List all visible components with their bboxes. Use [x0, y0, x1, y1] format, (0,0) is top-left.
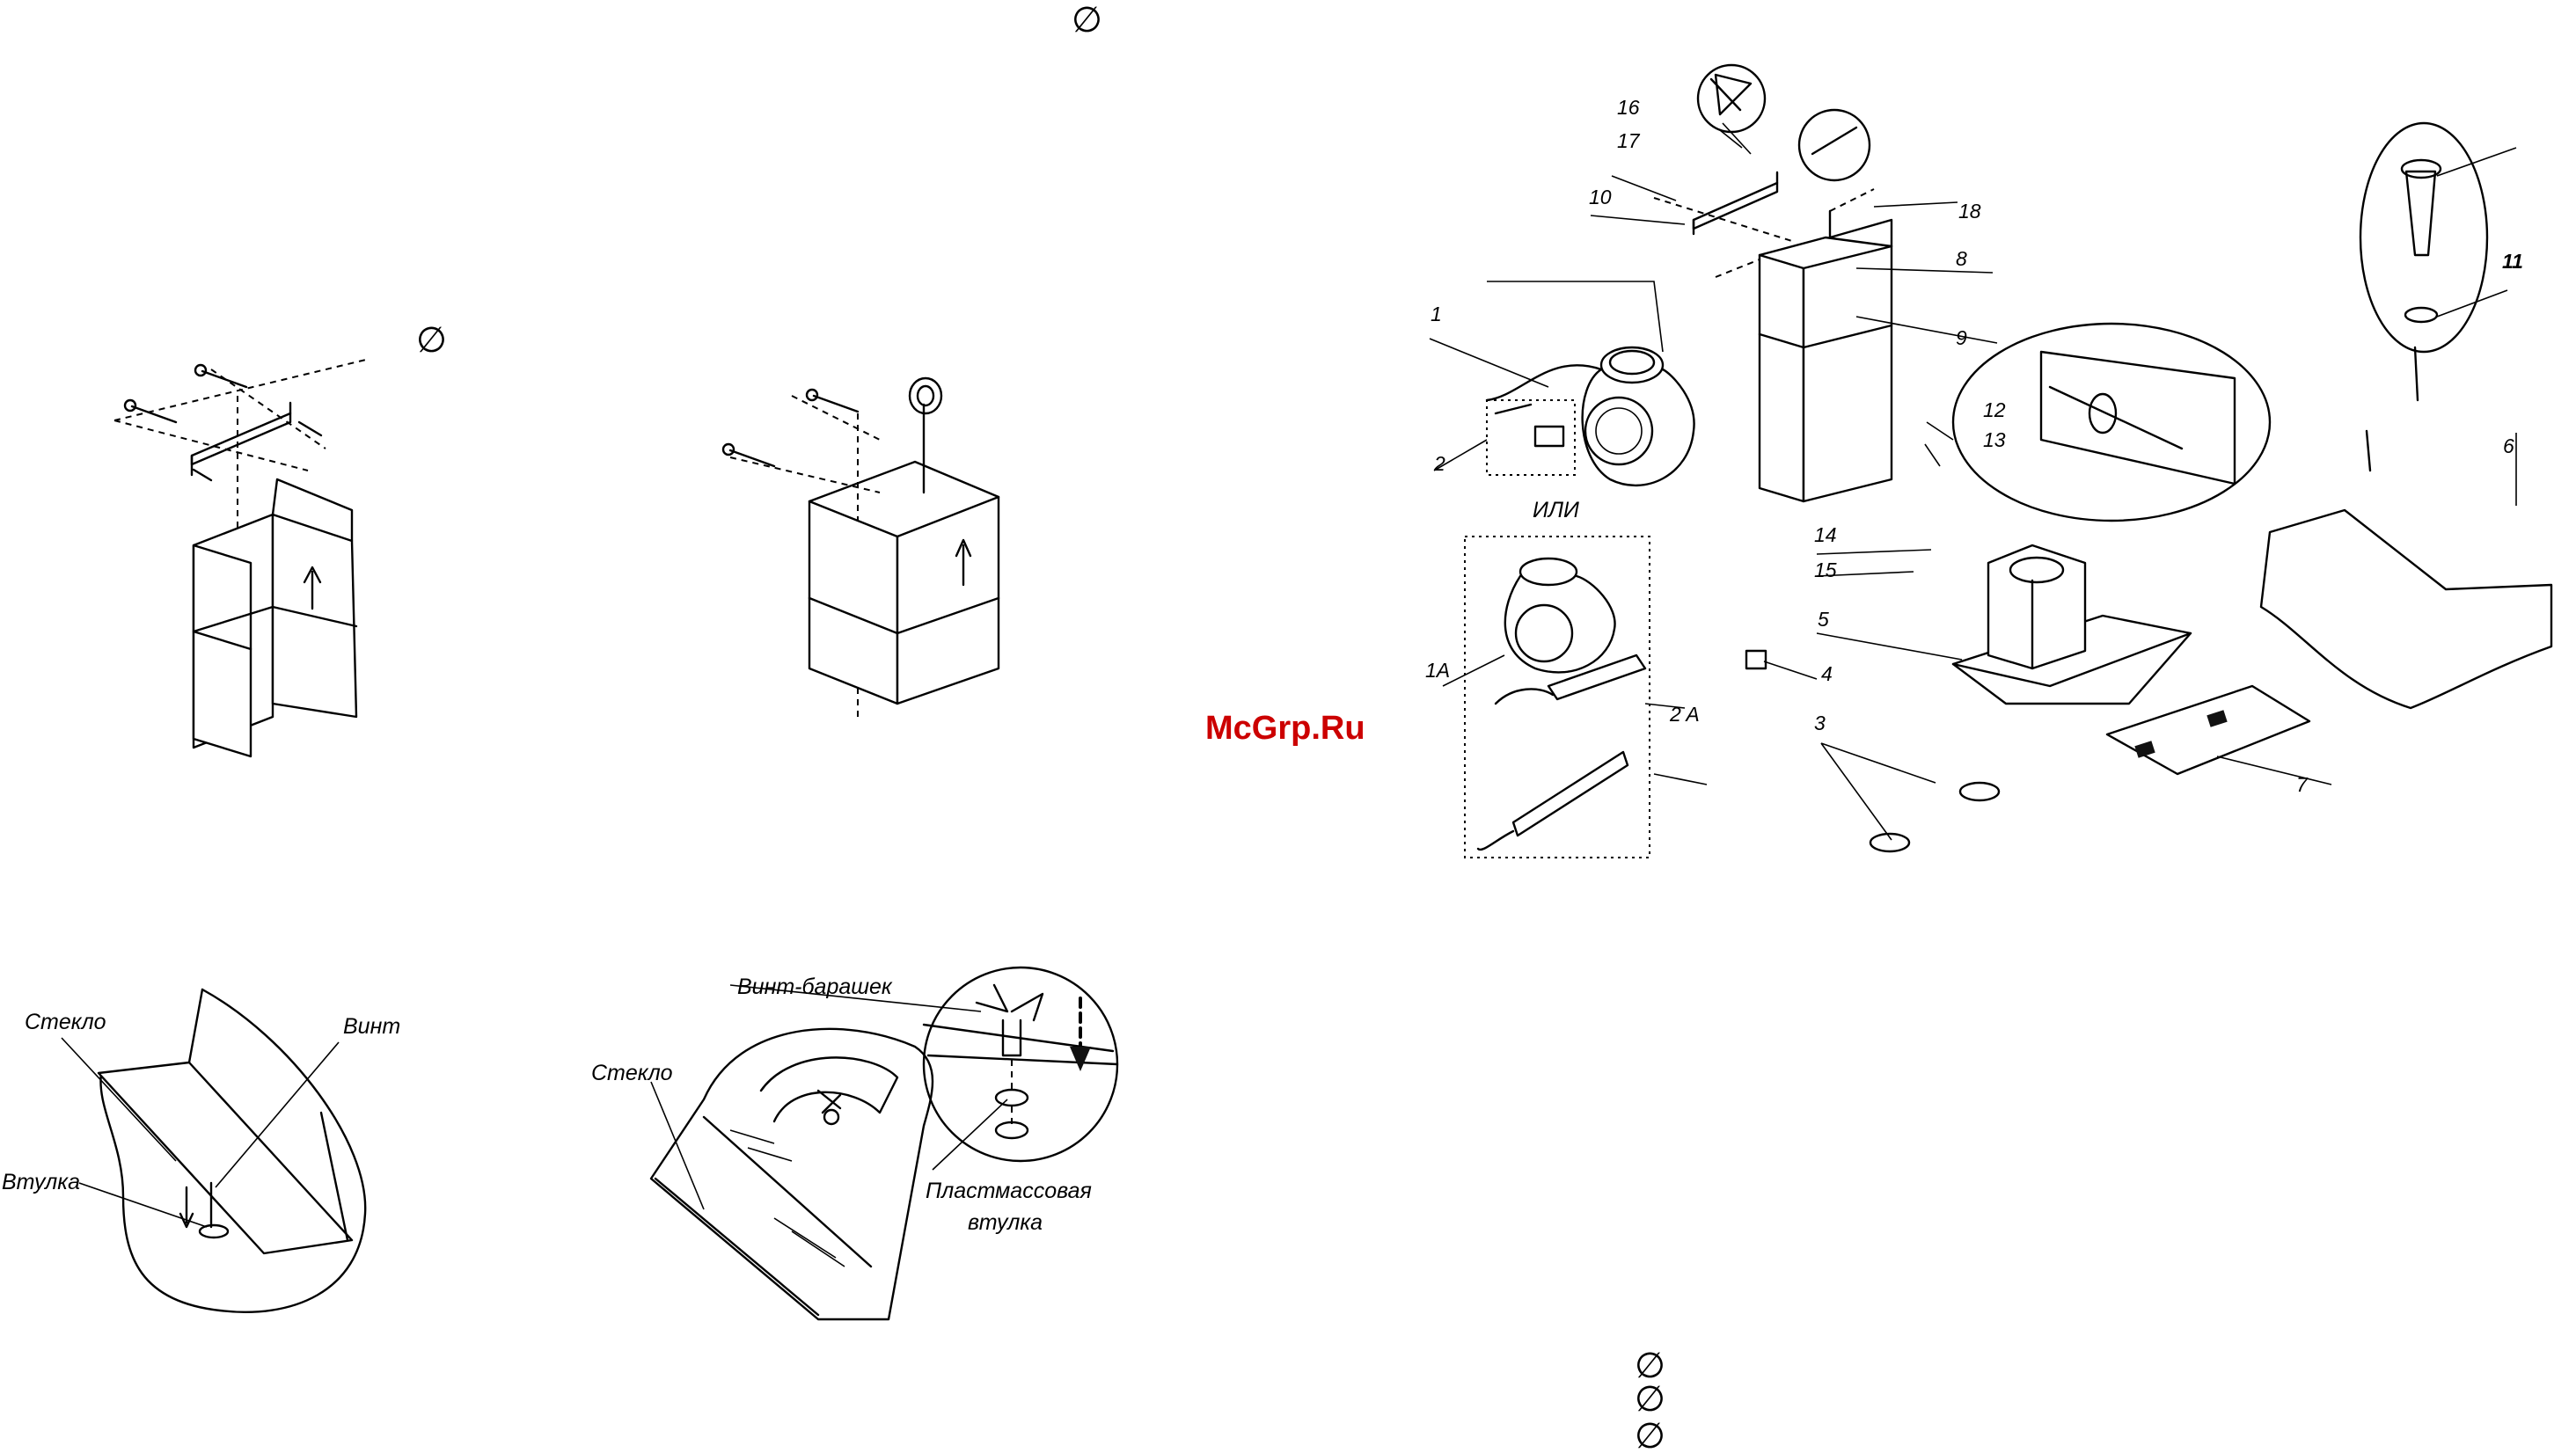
callout-15: 15 — [1814, 559, 1837, 581]
callout-16: 16 — [1617, 96, 1640, 119]
callout-11: 11 — [2502, 250, 2523, 273]
label-screw: Винт — [343, 1014, 400, 1039]
diameter-mark-bottom-3: ∅ — [1635, 1417, 1665, 1453]
label-glass-left: Стекло — [25, 1010, 106, 1034]
glass-sleeve-figure — [62, 989, 365, 1312]
label-sleeve: Втулка — [2, 1170, 80, 1194]
callout-13: 13 — [1983, 428, 2006, 451]
callout-7: 7 — [2296, 773, 2309, 796]
callout-6: 6 — [2503, 434, 2514, 457]
callout-12: 12 — [1983, 398, 2006, 421]
callout-2a: 2 A — [1669, 703, 1700, 726]
glass-wing-screw-figure — [651, 967, 1117, 1319]
callout-9: 9 — [1956, 326, 1967, 349]
callout-18: 18 — [1958, 200, 1981, 223]
diameter-mark-bottom-2: ∅ — [1635, 1380, 1665, 1419]
callout-4: 4 — [1821, 662, 1833, 685]
callout-14: 14 — [1814, 523, 1837, 546]
label-plastic-sleeve-1: Пластмассовая — [926, 1179, 1092, 1203]
exploded-view — [1430, 65, 2551, 858]
diameter-mark-left: ∅ — [416, 321, 447, 360]
callout-3: 3 — [1814, 712, 1826, 734]
label-glass-right: Стекло — [591, 1061, 673, 1085]
chimney-tag-figure — [723, 378, 999, 721]
callout-8: 8 — [1956, 247, 1967, 270]
diameter-mark-top: ∅ — [1072, 1, 1102, 40]
label-plastic-sleeve-2: втулка — [968, 1210, 1043, 1235]
callout-2: 2 — [1433, 452, 1445, 475]
callout-1: 1 — [1431, 303, 1442, 325]
label-wing-screw: Винт-барашек — [737, 975, 893, 999]
callout-5: 5 — [1818, 608, 1829, 631]
callout-1a: 1A — [1425, 659, 1450, 682]
label-or: ИЛИ — [1533, 498, 1579, 522]
watermark: McGrp.Ru — [1205, 710, 1365, 747]
callout-17: 17 — [1617, 129, 1641, 152]
callout-10: 10 — [1589, 186, 1612, 208]
chimney-bracket-figure — [114, 359, 370, 756]
